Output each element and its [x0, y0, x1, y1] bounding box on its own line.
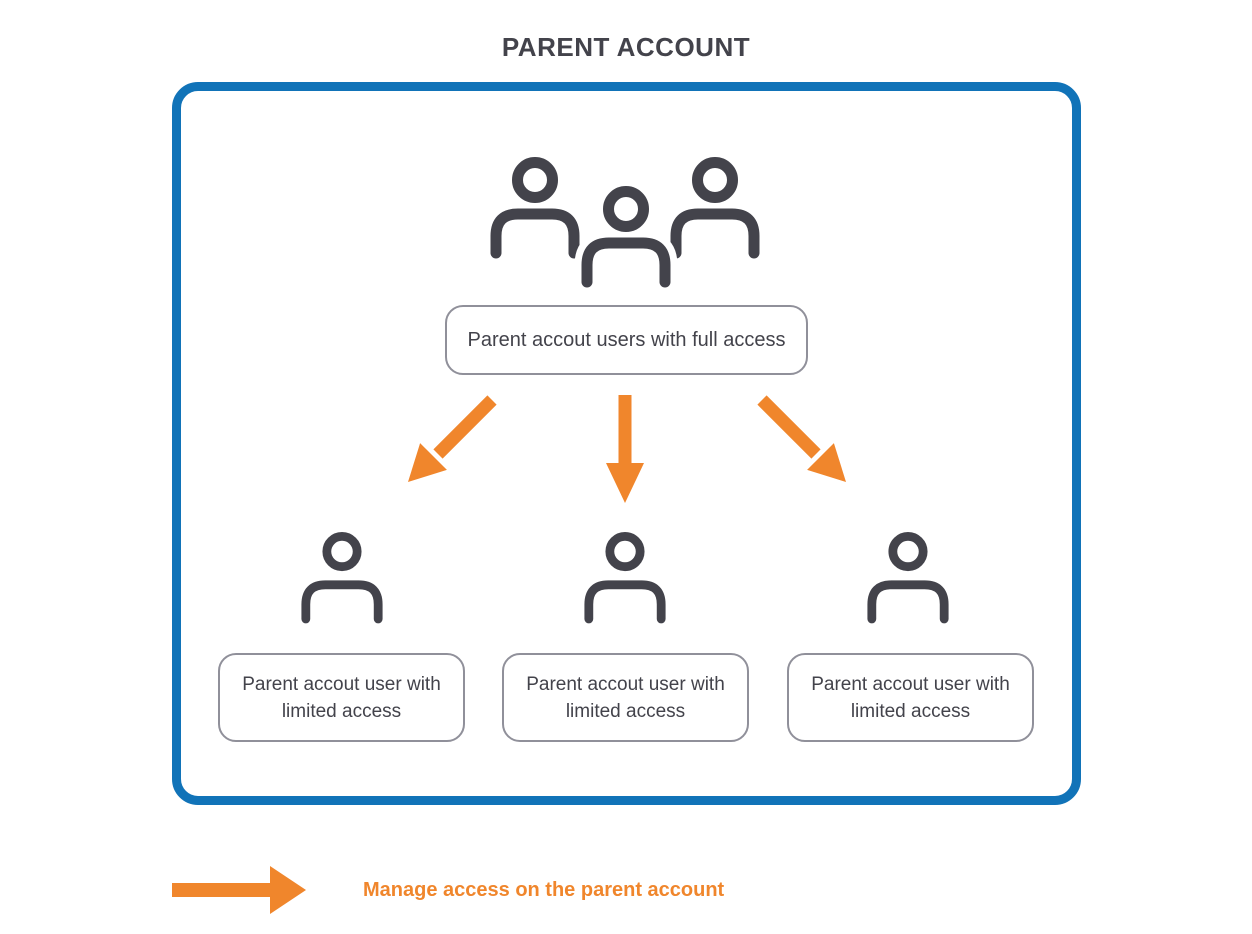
- arrow-down-left-icon: [408, 395, 497, 482]
- user-icon: [581, 527, 669, 625]
- limited-access-node: Parent accout user with limited access: [218, 653, 465, 742]
- arrow-right-icon: [172, 866, 306, 914]
- arrow-down-icon: [606, 395, 644, 503]
- limited-access-label: Parent accout user with limited access: [811, 673, 1010, 722]
- user-icon: [864, 527, 952, 625]
- full-access-label: Parent accout users with full access: [467, 328, 786, 351]
- legend: Manage access on the parent account: [170, 862, 724, 918]
- legend-label: Manage access on the parent account: [363, 878, 725, 901]
- limited-access-label: Parent accout user with limited access: [526, 673, 725, 722]
- limited-access-label: Parent accout user with limited access: [242, 673, 441, 722]
- limited-access-node: Parent accout user with limited access: [787, 653, 1034, 742]
- full-access-node: Parent accout users with full access: [445, 305, 808, 375]
- user-icon: [298, 527, 386, 625]
- users-group-icon: [487, 150, 763, 288]
- arrow-down-right-icon: [757, 395, 846, 482]
- limited-access-node: Parent accout user with limited access: [502, 653, 749, 742]
- page-title: PARENT ACCOUNT: [501, 32, 751, 62]
